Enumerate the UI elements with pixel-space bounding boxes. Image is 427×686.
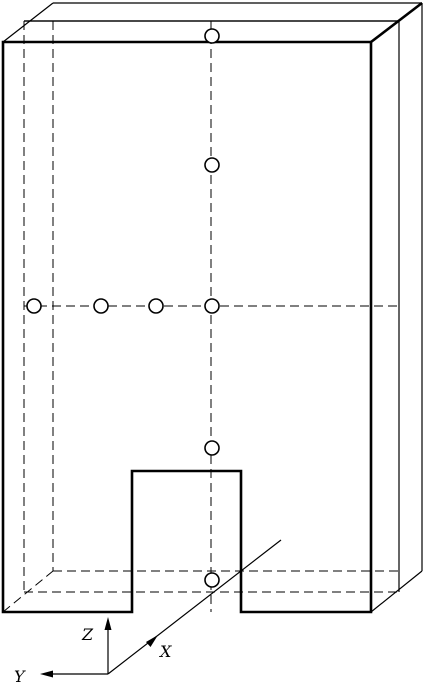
- x-axis-line: [107, 539, 282, 675]
- bottom-right-depth-edge: [370, 570, 423, 613]
- front-face-outline: [1, 40, 373, 614]
- hole-bottom: [204, 572, 220, 588]
- hole-top: [204, 28, 220, 44]
- front-face: [1, 1, 423, 614]
- thin-edges: [2, 2, 423, 613]
- y-axis-label: Y: [14, 667, 26, 686]
- hidden-edges: [2, 21, 399, 613]
- hidden-bottom-depth-edge: [2, 570, 54, 613]
- hole-upper: [204, 157, 220, 173]
- hole-left-1: [93, 298, 109, 314]
- x-axis-arrow: [146, 635, 158, 647]
- hole-left-edge: [26, 298, 42, 314]
- hole-left-2: [148, 298, 164, 314]
- y-axis-arrow: [40, 670, 53, 678]
- coordinate-axes: Z Y X: [14, 539, 282, 686]
- top-left-depth-edge: [2, 2, 54, 43]
- top-right-back-depth: [398, 2, 423, 22]
- x-axis-label: X: [158, 642, 172, 661]
- z-axis-label: Z: [81, 625, 94, 644]
- z-axis-arrow: [104, 617, 112, 630]
- hole-lower: [204, 440, 220, 456]
- hole-center: [204, 298, 220, 314]
- holes: [26, 28, 220, 588]
